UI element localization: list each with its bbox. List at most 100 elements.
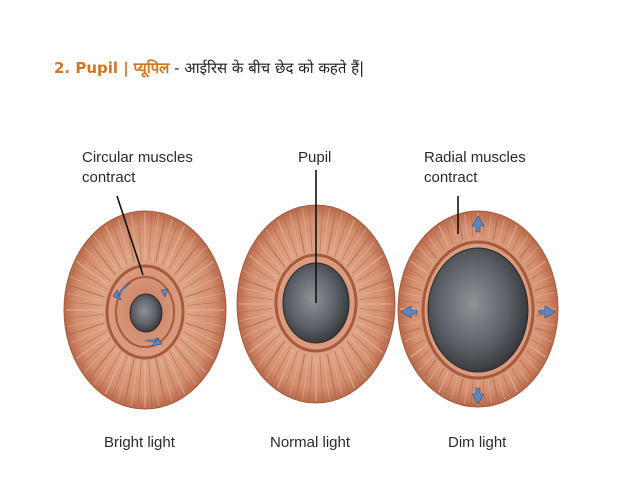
iris-fiber: [184, 326, 220, 344]
arrow-circular-1: [112, 282, 132, 301]
iris-fiber: [464, 214, 469, 239]
iris-fiber: [438, 371, 450, 393]
iris-fiber: [162, 355, 179, 399]
caption-bright-light: Bright light: [104, 434, 176, 451]
iris-fiber: [239, 308, 273, 313]
iris-fiber: [67, 318, 104, 328]
iris-fiber: [319, 207, 324, 253]
iris-fiber: [165, 225, 186, 267]
arrow-circular-2: [144, 337, 163, 347]
iris-fiber: [402, 327, 422, 335]
iris-fiber: [340, 224, 361, 262]
iris-fiber: [66, 314, 104, 319]
iris-fiber: [337, 219, 356, 260]
iris-fiber: [93, 235, 119, 272]
iris-fiber: [68, 284, 105, 298]
iris-fiber: [326, 354, 337, 398]
heading-hindi-term: प्यूपिल: [133, 59, 170, 77]
iris-fiber: [326, 210, 337, 254]
iris-fiber: [308, 207, 313, 253]
iris-fiber: [319, 355, 324, 401]
iris-fiber: [174, 344, 202, 379]
iris-fiber: [176, 247, 206, 279]
iris-fiber: [497, 376, 506, 400]
iris-fiber: [93, 348, 119, 385]
iris-fiber: [407, 268, 425, 279]
iris-fiber: [413, 253, 430, 268]
panel-dim-light: Radial muscles contract Dim light: [397, 149, 559, 451]
label-pupil: Pupil: [298, 149, 331, 166]
iris-fiber: [186, 314, 224, 319]
iris-fibers-dim: [400, 213, 556, 405]
iris-fiber: [444, 374, 454, 397]
iris-fiber: [302, 355, 309, 400]
iris-fiber: [359, 308, 393, 313]
iris-fiber: [271, 346, 292, 384]
arrow-radial-left: [400, 305, 418, 319]
iris-fiber: [261, 340, 286, 373]
iris-fibers-normal: [239, 207, 393, 401]
iris-fiber: [148, 359, 153, 407]
iris-fiber: [261, 235, 286, 268]
iris-fiber: [526, 350, 543, 365]
iris-fiber: [165, 353, 186, 395]
iris-fiber: [526, 253, 543, 268]
iris-fiber: [295, 354, 306, 398]
iris-fiber: [155, 216, 167, 262]
iris-fiber: [343, 343, 366, 379]
iris-fiber: [410, 260, 428, 274]
iris-fiber: [123, 358, 135, 404]
iris-fiber: [179, 338, 210, 366]
iris-fiber: [171, 235, 197, 272]
iris-fiber: [99, 230, 122, 270]
iris-fiber: [239, 295, 273, 300]
iris-fiber: [323, 208, 330, 253]
panel-normal-light: Pupil Normal light: [236, 149, 396, 451]
iris-fiber: [470, 380, 474, 405]
iris-fiber: [308, 355, 313, 401]
iris-fiber: [531, 339, 549, 350]
iris-fiber: [162, 221, 179, 265]
iris-fiber: [137, 213, 142, 261]
iris-fiber: [111, 221, 128, 265]
sphincter-ring-outer: [105, 264, 185, 360]
iris-fiber: [340, 346, 361, 384]
iris-fiber: [404, 275, 423, 285]
iris-fiber: [470, 213, 474, 238]
arrow-radial-right: [538, 305, 556, 319]
iris-fiber: [351, 333, 380, 360]
iris-fiber: [84, 247, 114, 279]
iris-fiber: [330, 212, 343, 256]
iris-fiber: [241, 278, 274, 292]
iris-fiber: [528, 344, 546, 358]
iris-fiber: [427, 235, 441, 255]
iris-fiber: [357, 270, 389, 287]
iris-fiber: [359, 286, 392, 296]
iris-fiber: [337, 348, 356, 389]
iris-fiber: [182, 268, 217, 290]
iris-fiber: [168, 230, 191, 270]
iris-fiber: [182, 330, 217, 352]
pupil-ring-dim: [421, 240, 535, 380]
iris-fiber: [404, 333, 423, 343]
iris-fiber: [519, 359, 534, 378]
iris-fiber: [417, 355, 434, 371]
iris-fiber: [168, 350, 191, 390]
pupil-dim: [427, 247, 529, 373]
iris-fiber: [487, 214, 492, 239]
iris-fiber: [256, 337, 283, 367]
heading-description: आईरिस के बीच छेद को कहते हैं|: [184, 59, 365, 77]
iris-fiber: [80, 254, 111, 282]
iris-fiber: [186, 301, 224, 306]
iris-fiber: [266, 229, 289, 265]
iris-fiber: [457, 378, 464, 402]
iris-fiber: [66, 301, 104, 306]
iris-fiber: [241, 316, 274, 330]
iris-fiber: [181, 261, 214, 286]
iris-fiber: [248, 329, 279, 353]
iris-fiber: [450, 376, 459, 400]
iris-fiber: [438, 225, 450, 247]
iris-fiber: [248, 255, 279, 279]
iris-fiber: [184, 276, 220, 294]
iris-fiber: [349, 337, 376, 367]
